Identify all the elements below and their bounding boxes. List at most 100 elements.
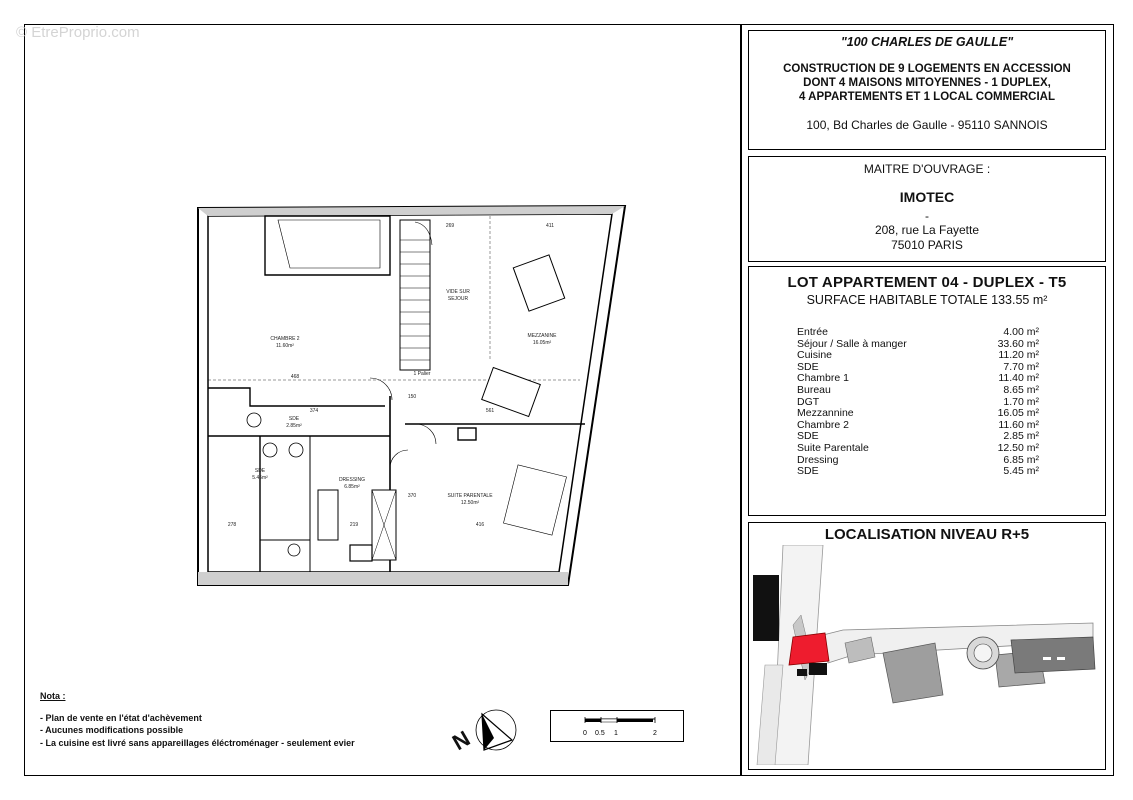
- room-name: SDE: [797, 465, 819, 478]
- room-area: 11.40 m²: [998, 372, 1039, 385]
- plan-room-area: 2.85m²: [286, 423, 302, 429]
- watermark: © EtreProprio.com: [16, 24, 140, 41]
- room-name: DGT: [797, 395, 820, 408]
- owner-block: MAITRE D'OUVRAGE : IMOTEC - 208, rue La …: [748, 156, 1106, 262]
- room-row: SDE 2.85 m²: [797, 431, 1039, 443]
- plan-dimension: 219: [350, 522, 359, 528]
- lot-highlight: [788, 632, 830, 666]
- room-row: Séjour / Salle à manger 33.60 m²: [797, 337, 1039, 351]
- scale-label: 0: [583, 730, 587, 737]
- plan-dimension: 269: [446, 223, 455, 229]
- room-row: Bureau 8.65 m²: [797, 383, 1039, 397]
- room-name: SDE: [797, 360, 819, 373]
- room-row: Cuisine 11.20 m²: [797, 350, 1039, 362]
- lot-title: LOT APPARTEMENT 04 - DUPLEX - T5: [787, 274, 1067, 291]
- neighbor-building: [753, 575, 779, 641]
- owner-address-line: 208, rue La Fayette: [874, 223, 980, 237]
- owner-label: MAITRE D'OUVRAGE :: [863, 162, 991, 176]
- location-block: LOCALISATION NIVEAU R+5: [748, 522, 1106, 770]
- room-name: Chambre 1: [797, 372, 849, 385]
- note-line: - La cuisine est livré sans appareillage…: [40, 737, 355, 748]
- plan-room-name: VIDE SUR: [446, 289, 470, 295]
- plan-dimension: 561: [486, 408, 495, 414]
- room-name: SDE: [797, 430, 819, 443]
- project-title-block: "100 CHARLES DE GAULLE" CONSTRUCTION DE …: [748, 30, 1106, 150]
- plan-room-name: MEZZANINE: [528, 333, 558, 339]
- room-name: Séjour / Salle à manger: [797, 337, 907, 350]
- plan-room-name: CHAMBRE 2: [270, 336, 299, 342]
- lot-block: LOT APPARTEMENT 04 - DUPLEX - T5 SURFACE…: [748, 266, 1106, 516]
- room-name: Dressing: [797, 453, 839, 466]
- room-row: Chambre 1 11.40 m²: [797, 373, 1039, 385]
- plan-room-name: DRESSING: [339, 477, 365, 483]
- owner-name: IMOTEC: [899, 189, 955, 205]
- plan-dimension: 278: [228, 522, 237, 528]
- room-area: 11.60 m²: [998, 418, 1039, 431]
- plan-room-area: SEJOUR: [448, 296, 469, 302]
- notes-heading: Nota :: [40, 691, 66, 701]
- floor-plan: CHAMBRE 2 11.60m² VIDE SUR SEJOUR MEZZAN…: [197, 204, 627, 586]
- room-name: Bureau: [797, 383, 831, 396]
- plan-room-name: SDE: [289, 416, 300, 422]
- room-area: 7.70 m²: [1003, 360, 1039, 373]
- scale-bar: 0 0.5 1 2: [550, 710, 684, 742]
- plan-room-area: 6.85m²: [344, 484, 360, 490]
- owner-dash: -: [925, 209, 929, 223]
- project-address: 100, Bd Charles de Gaulle - 95110 SANNOI…: [806, 118, 1048, 132]
- description-line: CONSTRUCTION DE 9 LOGEMENTS EN ACCESSION: [783, 63, 1071, 75]
- plan-room-name: SDE: [255, 468, 266, 474]
- notes: Nota : - Plan de vente en l'état d'achèv…: [40, 690, 355, 749]
- project-description: CONSTRUCTION DE 9 LOGEMENTS EN ACCESSION…: [749, 62, 1105, 104]
- room-area: 4.00 m²: [1003, 326, 1039, 338]
- location-title: LOCALISATION NIVEAU R+5: [824, 526, 1030, 543]
- lot-total-surface: SURFACE HABITABLE TOTALE 133.55 m²: [806, 293, 1048, 307]
- scale-label: 2: [653, 730, 657, 737]
- owner-address-line: 75010 PARIS: [891, 238, 963, 252]
- plan-room-area: 12.50m²: [461, 500, 480, 506]
- north-arrow-icon: N: [448, 709, 517, 756]
- room-row: Entrée 4.00 m²: [797, 326, 1039, 339]
- stair-core: [809, 663, 827, 675]
- note-line: - Plan de vente en l'état d'achèvement: [40, 712, 202, 723]
- plan-dimension: 150: [408, 394, 417, 400]
- plan-room-area: 11.60m²: [276, 343, 294, 349]
- room-area: 8.65 m²: [1003, 383, 1039, 396]
- room-row: SDE 5.45 m²: [797, 466, 1039, 478]
- plan-room-name: SUITE PARENTALE: [447, 493, 493, 499]
- room-name: Chambre 2: [797, 418, 849, 431]
- room-row: Chambre 2 11.60 m²: [797, 418, 1039, 432]
- room-area: 6.85 m²: [1003, 453, 1039, 466]
- room-area: 33.60 m²: [997, 337, 1039, 350]
- room-row: Suite Parentale 12.50 m²: [797, 441, 1039, 455]
- room-area: 11.20 m²: [998, 349, 1039, 362]
- owner-address: 208, rue La Fayette 75010 PARIS: [749, 223, 1105, 253]
- room-area: 12.50 m²: [997, 441, 1039, 454]
- description-line: 4 APPARTEMENTS ET 1 LOCAL COMMERCIAL: [799, 91, 1055, 103]
- room-name: Cuisine: [797, 349, 833, 362]
- plan-landing-label: 1 Palier: [414, 371, 431, 377]
- room-row: SDE 7.70 m²: [797, 360, 1039, 374]
- room-area: 5.45 m²: [1003, 465, 1039, 478]
- scale-label: 1: [614, 730, 618, 737]
- note-line: - Aucunes modifications possible: [40, 725, 184, 735]
- room-area: 16.05 m²: [997, 407, 1039, 420]
- plan-dimension: 416: [476, 522, 485, 528]
- plan-room-area: 16.05m²: [533, 340, 552, 346]
- svg-text:N: N: [448, 726, 474, 756]
- plan-room-area: 5.45m²: [252, 475, 268, 481]
- frame-divider: [740, 24, 742, 776]
- room-row: Mezzannine 16.05 m²: [797, 408, 1039, 420]
- drawing-frame: [24, 24, 1114, 776]
- room-name: Suite Parentale: [797, 441, 869, 454]
- room-row: Dressing 6.85 m²: [797, 453, 1039, 467]
- room-name: Mezzannine: [797, 407, 854, 420]
- plan-dimension: 411: [546, 223, 554, 229]
- room-area-list: Entrée 4.00 m² Séjour / Salle à manger 33.…: [797, 326, 1039, 478]
- scale-label: 0.5: [595, 730, 605, 737]
- plan-dimension: 468: [291, 374, 300, 380]
- room-name: Entrée: [797, 326, 828, 338]
- plan-dimension: 374: [310, 408, 319, 414]
- room-area: 2.85 m²: [1003, 430, 1039, 443]
- location-site-map: [753, 545, 1100, 765]
